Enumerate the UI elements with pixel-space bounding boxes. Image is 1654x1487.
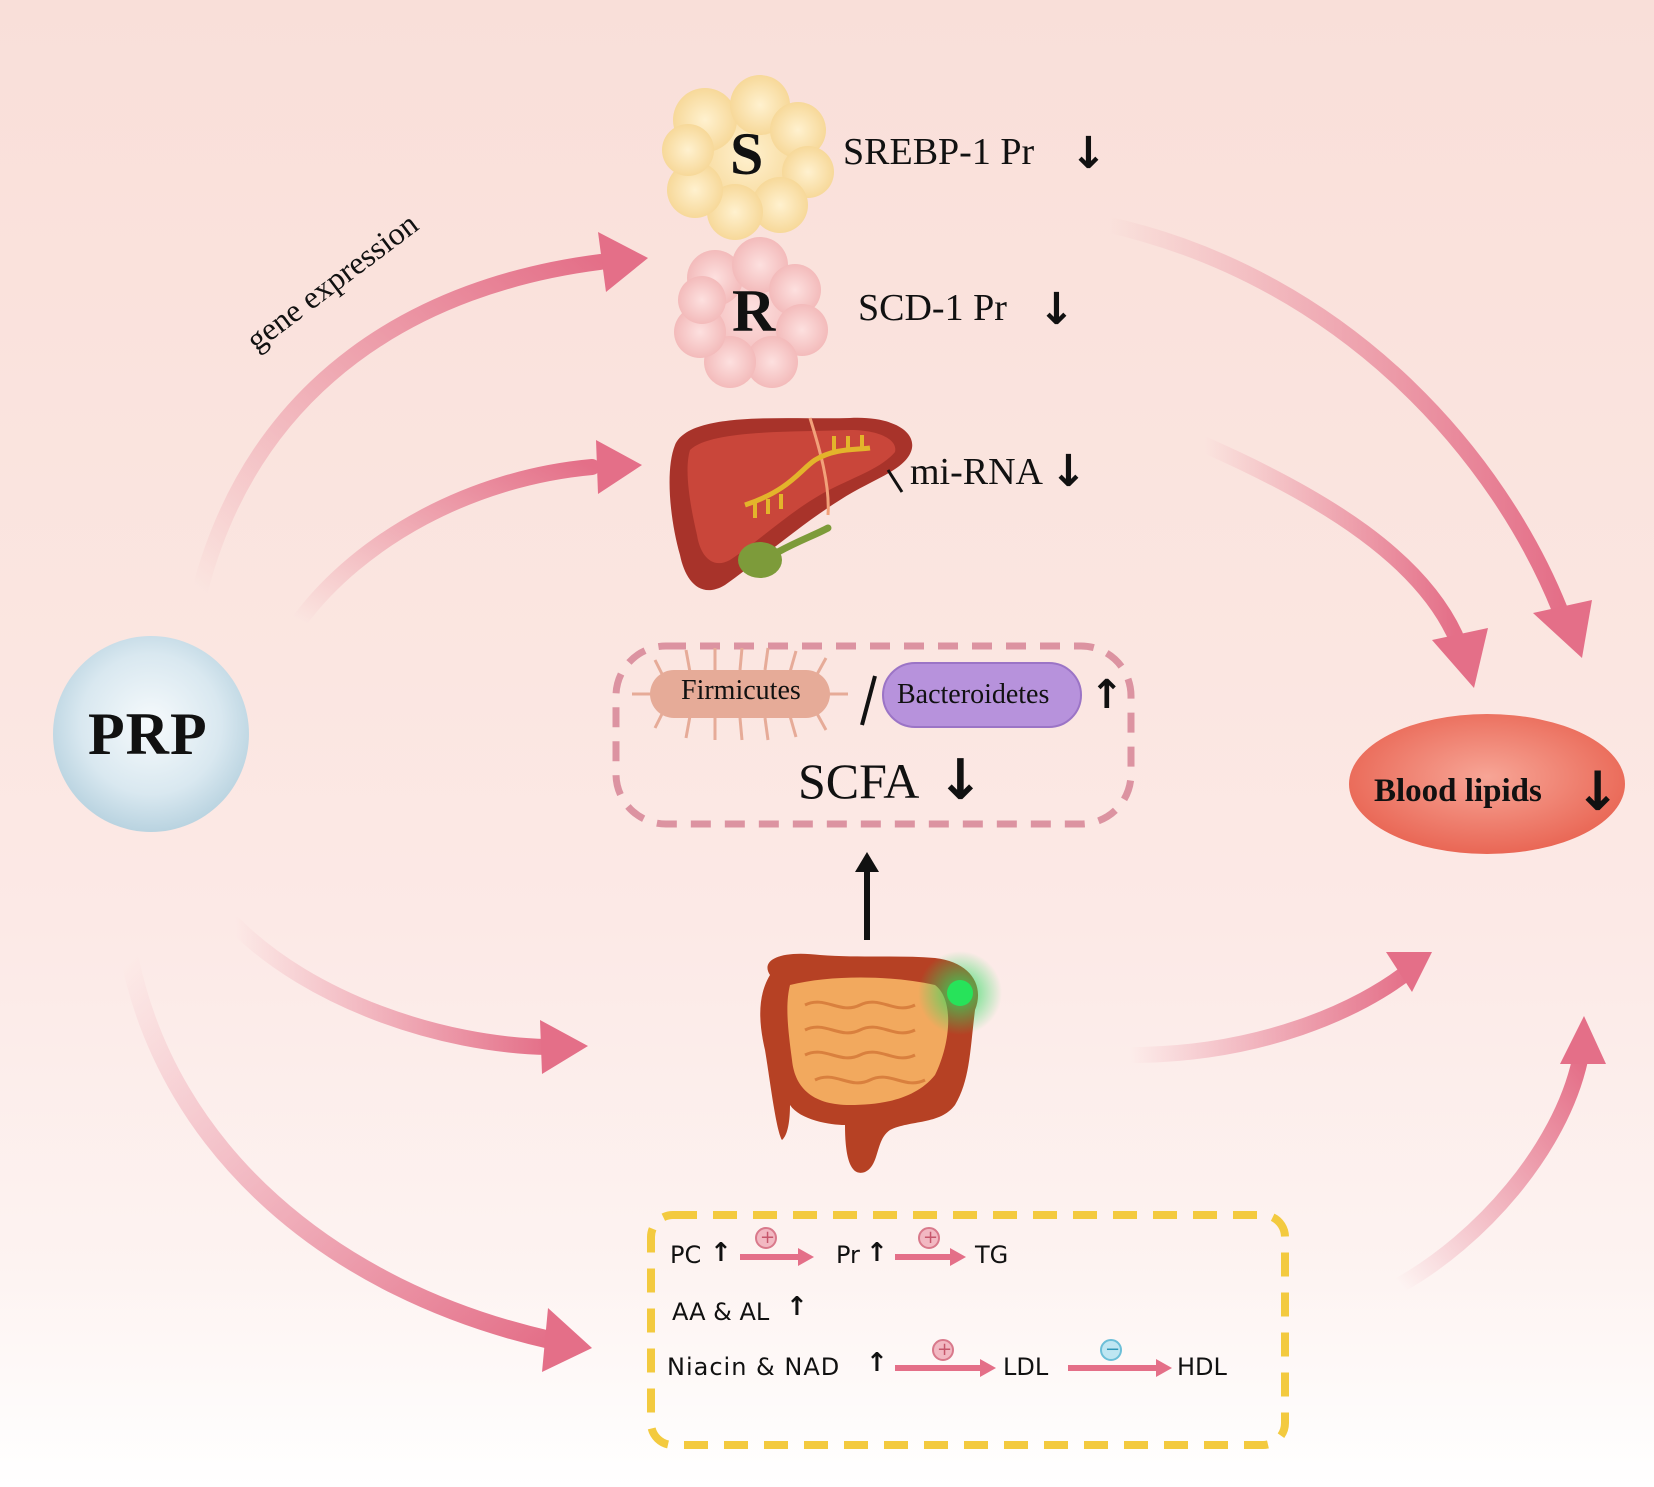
intestine-illustration: [760, 951, 1002, 1173]
bacteroidetes-label: Bacteroidetes: [897, 679, 1050, 710]
mirna-label: mi-RNA: [910, 451, 1043, 493]
scd-letter: R: [732, 278, 776, 344]
pc-up-arrow: ↑: [710, 1238, 732, 1268]
ratio-up-arrow: ↑: [1090, 672, 1124, 718]
ratio-slash: [860, 675, 877, 726]
tg-label: TG: [975, 1241, 1009, 1269]
aa-al-label: AA & AL: [672, 1298, 770, 1326]
srebp-letter: S: [730, 121, 764, 187]
arrowhead-liver: [596, 440, 642, 494]
niacin-up-arrow: ↑: [866, 1348, 888, 1378]
green-dot-icon: [947, 980, 973, 1006]
sign-plus-2: +: [923, 1227, 939, 1248]
scd-label: SCD-1 Pr: [858, 287, 1007, 329]
sign-plus-1: +: [760, 1227, 776, 1248]
blood-lipids-down-arrow: ↓: [1575, 760, 1621, 823]
pr-label: Pr: [836, 1241, 860, 1269]
firmicutes-bacterium: [632, 647, 848, 741]
srebp-down-arrow: ↓: [1070, 128, 1107, 179]
firmicutes-label: Firmicutes: [681, 675, 801, 706]
arrow-prp-to-srebp: [192, 254, 608, 598]
gut-to-microbiota-arrowhead: [855, 852, 879, 872]
arrowhead-metabolites: [542, 1308, 592, 1372]
metabolites-dashed-box: [647, 1211, 1289, 1449]
aa-al-up-arrow: ↑: [786, 1292, 808, 1322]
mirna-down-arrow: ↓: [1050, 446, 1087, 497]
arrowhead-blood-3: [1386, 952, 1432, 992]
bacteroidetes-bacterium: [882, 662, 1082, 728]
srebp-label: SREBP-1 Pr: [843, 131, 1035, 173]
arrowhead-blood-4: [1560, 1016, 1606, 1064]
prp-circle: [53, 636, 249, 832]
arrow-prp-to-metabolites: [121, 951, 559, 1349]
sign-minus: −: [1105, 1339, 1121, 1360]
arrow-srebp-to-blood: [1102, 217, 1568, 618]
arrowhead-blood-1: [1533, 600, 1592, 658]
arrowhead-srebp: [598, 232, 648, 292]
hdl-label: HDL: [1177, 1353, 1227, 1381]
sign-plus-3: +: [937, 1339, 953, 1360]
niacin-nad-label: Niacin & NAD: [667, 1353, 841, 1381]
arrowhead-blood-2: [1432, 628, 1488, 688]
pc-label: PC: [670, 1241, 702, 1269]
blood-lipids-ellipse: [1349, 714, 1625, 854]
sign-circles: [755, 1227, 1122, 1361]
arrow-prp-to-liver: [292, 459, 600, 628]
liver-illustration: [669, 417, 913, 591]
scfa-label: SCFA: [798, 753, 920, 809]
arrow-gut-to-blood: [1122, 962, 1418, 1063]
srebp-cloud: [662, 75, 834, 240]
ldl-label: LDL: [1003, 1353, 1049, 1381]
scd-cloud: [674, 237, 828, 388]
arrow-metabolites-to-blood: [1392, 1052, 1588, 1293]
pr-up-arrow: ↑: [866, 1238, 888, 1268]
arrow-prp-to-gut: [227, 917, 556, 1055]
microbiota-dashed-box: [612, 642, 1135, 828]
arrowhead-gut: [540, 1020, 588, 1074]
metabolite-pathway-arrows: [740, 1248, 1172, 1377]
prp-label: PRP: [88, 701, 208, 767]
arrow-mirna-to-blood: [1197, 437, 1463, 643]
blood-lipids-label: Blood lipids: [1374, 773, 1542, 809]
scd-down-arrow: ↓: [1038, 284, 1075, 335]
scfa-down-arrow: ↓: [937, 748, 984, 813]
